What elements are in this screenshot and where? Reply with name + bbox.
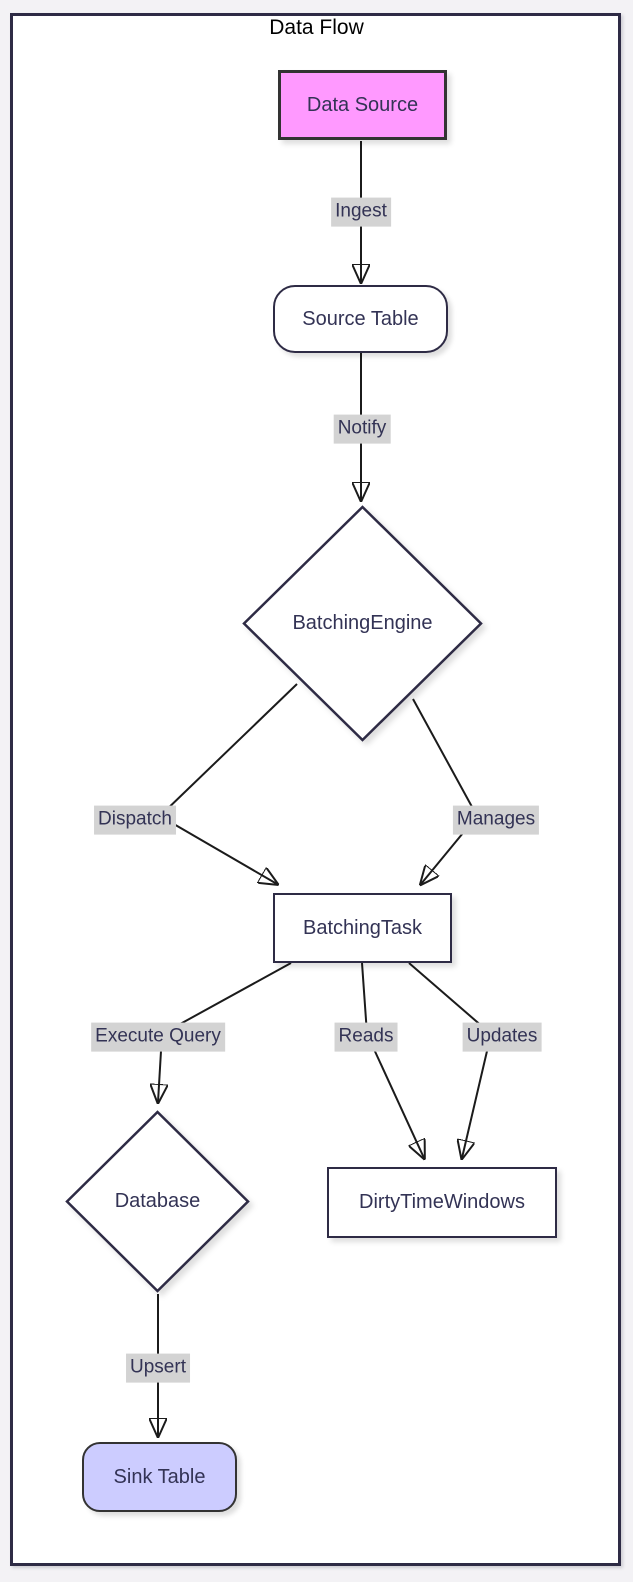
edge-label-notify: Notify [333,414,391,444]
diamond-shape [65,1110,250,1293]
node-source-table-label: Source Table [302,307,419,330]
edge-label-upsert: Upsert [126,1353,190,1383]
edge-label-updates: Updates [462,1022,542,1052]
edge-label-reads: Reads [334,1022,398,1052]
diamond-shape [242,505,483,742]
node-database-label: Database [114,1190,201,1212]
edge-label-dispatch: Dispatch [94,805,176,835]
node-batching-engine: BatchingEngine [242,505,483,742]
node-batching-task-label: BatchingTask [303,916,422,939]
diagram-title: Data Flow [269,16,364,39]
node-data-source-label: Data Source [306,93,419,116]
node-database: Database [65,1110,250,1293]
edge-label-ingest: Ingest [331,197,391,227]
node-sink-table-label: Sink Table [113,1465,206,1488]
node-source-table: Source Table [273,285,448,353]
node-sink-table: Sink Table [82,1442,237,1512]
node-dirty-time-windows: DirtyTimeWindows [327,1167,557,1238]
node-batching-engine-label: BatchingEngine [292,612,433,634]
edge-label-execute-query: Execute Query [91,1022,225,1052]
edge-label-manages: Manages [452,805,540,835]
node-dirty-time-windows-label: DirtyTimeWindows [359,1191,525,1213]
node-data-source: Data Source [278,70,447,140]
diagram-frame [10,13,621,1566]
node-batching-task: BatchingTask [273,893,452,963]
